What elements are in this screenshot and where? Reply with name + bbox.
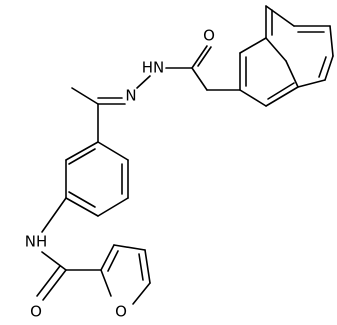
hydrazone-nh-label: HN <box>142 59 165 77</box>
bond <box>42 269 67 301</box>
bond <box>329 25 334 57</box>
bond <box>239 37 267 54</box>
bond <box>65 197 99 217</box>
bond <box>197 46 212 67</box>
bond <box>285 60 299 88</box>
bond <box>265 37 287 62</box>
ketone-oxygen-label: O <box>203 27 215 45</box>
bond <box>265 86 299 107</box>
bond <box>265 5 295 27</box>
bond <box>144 249 151 284</box>
bond <box>324 55 334 81</box>
bond <box>97 197 129 217</box>
bond <box>71 87 99 105</box>
amide-oxygen-label: O <box>30 303 42 321</box>
bond <box>239 89 267 107</box>
bond <box>41 251 67 271</box>
bond <box>97 141 129 161</box>
bond-lines <box>36 5 334 305</box>
bond <box>68 148 96 165</box>
amide-nh-label: NH <box>25 233 48 251</box>
bond <box>107 250 119 272</box>
bond <box>138 253 144 281</box>
bond <box>191 45 208 69</box>
bond <box>100 244 115 271</box>
atom-labels: O HN N NH O O <box>25 27 215 321</box>
bond <box>41 197 67 233</box>
bond <box>100 269 112 297</box>
bond <box>318 56 327 78</box>
bond <box>297 79 326 88</box>
bond <box>68 191 96 208</box>
bond <box>36 265 61 297</box>
bond <box>267 82 295 100</box>
hydrazone-n-label: N <box>125 87 136 105</box>
bond <box>65 141 99 161</box>
furan-oxygen-label: O <box>115 303 127 321</box>
bond <box>136 75 151 89</box>
bond <box>191 67 208 91</box>
bond <box>132 282 151 305</box>
bond <box>113 244 146 251</box>
